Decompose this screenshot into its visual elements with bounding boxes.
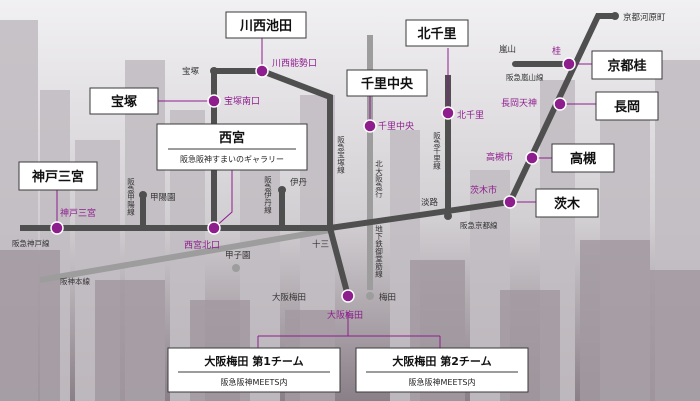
store-box-kobe-sannomiya[interactable]: 神戸三宮 xyxy=(18,161,98,191)
line-label-senri: 阪急千里線 xyxy=(432,132,441,170)
station-dot-kawanishi-noseguchi xyxy=(255,64,269,78)
station-label-kita-senri: 北千里 xyxy=(457,110,484,121)
station-label-nishinomiya-kitaguchi: 西宮北口 xyxy=(184,239,220,251)
line-label-kobe-main: 阪神本線 xyxy=(60,276,90,286)
station-dot-kita-senri xyxy=(441,106,455,120)
store-box-nishinomiya[interactable]: 西宮 阪急阪神すまいのギャラリー xyxy=(156,123,308,171)
station-label-osaka-umeda: 大阪梅田 xyxy=(272,292,306,303)
line-label-koyo: 阪急甲陽線 xyxy=(126,178,135,216)
store-subtitle: 阪急阪神すまいのギャラリー xyxy=(180,154,284,164)
store-name: 宝塚 xyxy=(111,94,137,110)
store-name: 長岡 xyxy=(614,100,640,115)
station-dot-takarazuka-minamiguchi xyxy=(207,94,221,108)
store-name: 西宮 xyxy=(219,130,245,146)
station-label-nagaoka-tenjin: 長岡天神 xyxy=(501,97,537,109)
station-label-koyoen: 甲陽園 xyxy=(150,193,176,203)
store-name: 茨木 xyxy=(554,196,581,212)
store-box-kita-senri[interactable]: 北千里 xyxy=(405,19,469,47)
station-dot-itami xyxy=(278,186,286,194)
line-label-arashiyama: 阪急嵐山線 xyxy=(506,72,544,82)
store-name: 川西池田 xyxy=(239,18,292,34)
store-subtitle: 阪急阪神MEETS内 xyxy=(221,377,288,387)
station-label-kyoto-kawaramachi: 京都河原町 xyxy=(623,12,666,23)
station-dot-kawaramachi xyxy=(611,12,619,20)
station-dot-takarazuka xyxy=(210,67,218,75)
station-dot-nagaoka-tenjin xyxy=(553,97,567,111)
station-dot-umeda xyxy=(366,292,374,300)
store-box-kyoto-katsura[interactable]: 京都桂 xyxy=(591,50,663,80)
station-dot-juso xyxy=(326,224,334,232)
station-label-kobe-sannomiya: 神戸三宮 xyxy=(60,207,96,219)
station-dot-koshien xyxy=(232,264,240,272)
store-name: 大阪梅田 第2チーム xyxy=(392,354,491,368)
store-box-umeda-2[interactable]: 大阪梅田 第2チーム 阪急阪神MEETS内 xyxy=(355,347,529,393)
store-subtitle: 阪急阪神MEETS内 xyxy=(409,377,476,387)
store-box-takatsuki[interactable]: 高槻 xyxy=(551,143,615,173)
station-label-osaka-umeda-hl: 大阪梅田 xyxy=(327,309,363,321)
station-dot-katsura xyxy=(562,57,576,71)
kyoto-line-track xyxy=(329,13,615,231)
store-name: 千里中央 xyxy=(361,76,414,92)
store-box-senri-chuo[interactable]: 千里中央 xyxy=(346,69,428,97)
station-label-koshien: 甲子園 xyxy=(225,251,251,261)
station-label-juso: 十三 xyxy=(312,239,329,250)
hanshin-main-line xyxy=(39,227,331,283)
station-label-takarazuka: 宝塚 xyxy=(182,66,200,77)
station-label-kawanishi-noseguchi: 川西能勢口 xyxy=(272,57,317,69)
store-box-umeda-1[interactable]: 大阪梅田 第1チーム 阪急阪神MEETS内 xyxy=(167,347,341,393)
station-dot-kobe-sannomiya xyxy=(50,221,64,235)
station-dot-takatsukishi xyxy=(525,151,539,165)
station-label-umeda: 梅田 xyxy=(379,292,396,303)
line-label-takarazuka: 阪急宝塚線 xyxy=(336,136,345,174)
store-box-takarazuka[interactable]: 宝塚 xyxy=(89,87,159,115)
station-dot-ibarakishi xyxy=(503,195,517,209)
station-label-senri-chuo: 千里中央 xyxy=(378,120,414,132)
line-label-itami: 阪急伊丹線 xyxy=(263,176,272,214)
station-label-takatsukishi: 高槻市 xyxy=(486,151,513,163)
store-name: 大阪梅田 第1チーム xyxy=(204,354,303,368)
store-box-kawanishi-ikeda[interactable]: 川西池田 xyxy=(225,11,307,39)
store-name: 北千里 xyxy=(417,26,456,42)
store-name: 京都桂 xyxy=(607,58,646,74)
store-box-ibaraki[interactable]: 茨木 xyxy=(535,188,599,218)
line-label-midosuji: 地下鉄御堂筋線 xyxy=(374,224,383,278)
line-label-kyoto: 阪急京都線 xyxy=(460,220,498,230)
store-name: 高槻 xyxy=(570,151,596,167)
station-label-arashiyama: 嵐山 xyxy=(499,44,516,55)
store-name: 神戸三宮 xyxy=(32,169,84,185)
store-box-nagaoka[interactable]: 長岡 xyxy=(595,91,659,121)
line-label-kobe: 阪急神戸線 xyxy=(12,238,50,248)
station-label-takarazuka-minamiguchi: 宝塚南口 xyxy=(224,95,260,107)
station-dot-senri-chuo xyxy=(363,119,377,133)
station-label-katsura: 桂 xyxy=(552,45,561,57)
station-dot-arashiyama xyxy=(512,61,518,67)
line-label-kitaosaka: 北大阪急行 xyxy=(374,160,383,199)
station-label-ibarakishi: 茨木市 xyxy=(470,184,497,196)
station-dot-osaka-umeda xyxy=(341,289,355,303)
station-dot-nishinomiya-kitaguchi xyxy=(207,221,221,235)
umeda-bracket xyxy=(257,312,441,352)
store-leaders xyxy=(56,38,596,229)
station-label-itami: 伊丹 xyxy=(290,177,308,188)
station-dot-koyoen xyxy=(139,191,147,199)
station-dot-awaji xyxy=(444,212,452,220)
station-label-awaji: 淡路 xyxy=(421,197,439,208)
